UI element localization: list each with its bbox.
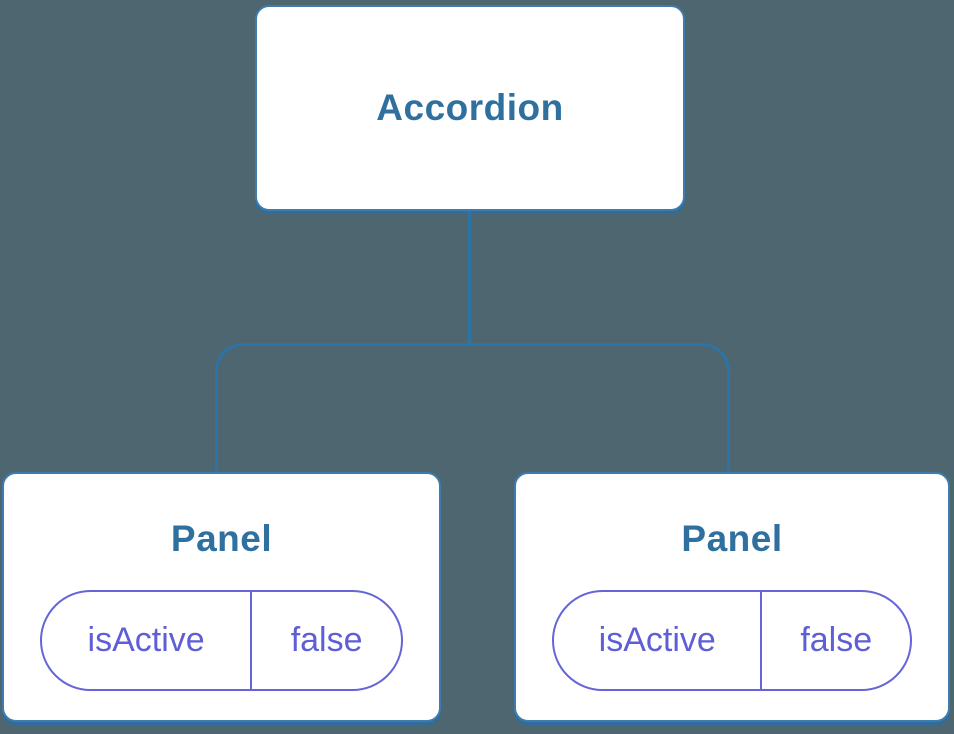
state-divider — [250, 592, 253, 689]
panel-node-label: Panel — [681, 518, 783, 559]
state-key-label: isActive — [87, 621, 205, 659]
state-value-label: false — [800, 621, 873, 659]
panel-node-right: Panel isActive false — [514, 472, 950, 722]
connector-branch-line — [215, 343, 730, 472]
state-badge: isActive false — [552, 590, 912, 691]
state-key-label: isActive — [598, 621, 716, 659]
connector-stem-line — [468, 211, 471, 345]
panel-node-left: Panel isActive false — [2, 472, 441, 722]
accordion-node: Accordion — [255, 5, 685, 211]
state-value-label: false — [290, 621, 363, 659]
state-divider — [760, 592, 763, 689]
accordion-node-label: Accordion — [376, 87, 564, 128]
state-badge: isActive false — [40, 590, 403, 691]
panel-node-label: Panel — [170, 518, 273, 559]
